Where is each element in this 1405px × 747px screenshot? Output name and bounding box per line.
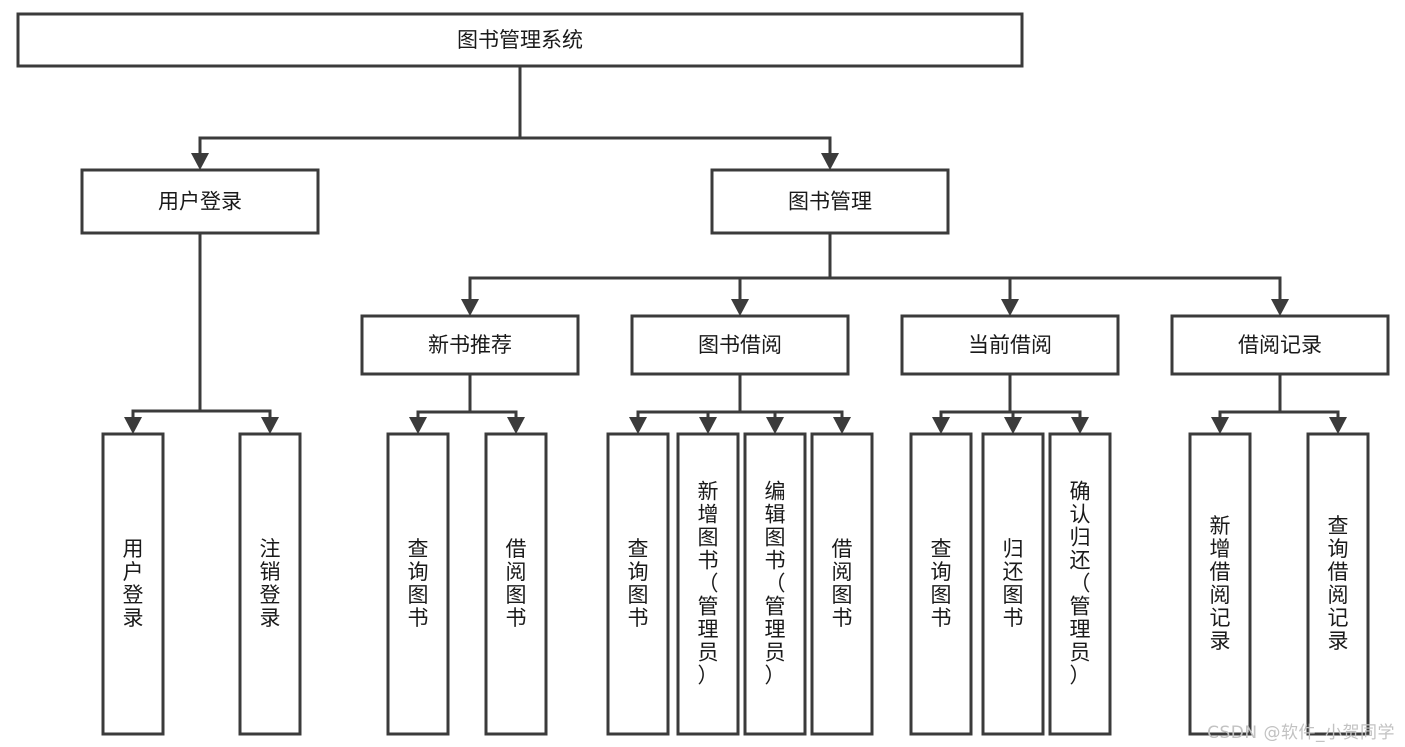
leaf-label: 确认归还（管理员） xyxy=(1070,480,1091,688)
arrow-head-icon xyxy=(766,417,784,434)
arrow-head-icon xyxy=(1001,299,1019,316)
leaf-box[interactable] xyxy=(1048,432,1112,736)
leaf-label: 查询借阅记录 xyxy=(1328,514,1349,653)
leaf-box[interactable] xyxy=(743,432,807,736)
arrow-head-icon xyxy=(1004,417,1022,434)
level3-node[interactable]: 新书推荐 xyxy=(360,314,580,376)
arrow-head-icon xyxy=(1211,417,1229,434)
level2-box[interactable] xyxy=(80,168,320,235)
arrow-head-icon xyxy=(821,153,839,170)
root-box[interactable] xyxy=(16,12,1024,68)
leaf-label: 新增图书（管理员） xyxy=(698,480,719,688)
leaf-box[interactable] xyxy=(676,432,740,736)
level3-label: 新书推荐 xyxy=(428,333,512,357)
level2-label: 图书管理 xyxy=(788,190,872,214)
level2-node[interactable]: 用户登录 xyxy=(80,168,320,235)
arrow-head-icon xyxy=(1271,299,1289,316)
leaf-box[interactable] xyxy=(1306,432,1370,736)
arrow-head-icon xyxy=(932,417,950,434)
leaf-label: 新增借阅记录 xyxy=(1210,514,1231,653)
leaf-node[interactable]: 确认归还（管理员） xyxy=(1048,432,1112,736)
level2-node[interactable]: 图书管理 xyxy=(710,168,950,235)
arrow-head-icon xyxy=(731,299,749,316)
leaf-box[interactable] xyxy=(386,432,450,736)
level3-box[interactable] xyxy=(360,314,580,376)
leaf-label: 借阅图书 xyxy=(832,537,853,630)
leaf-label: 用户登录 xyxy=(123,537,144,630)
root-node[interactable]: 图书管理系统 xyxy=(16,12,1024,68)
leaf-box[interactable] xyxy=(810,432,874,736)
leaf-node[interactable]: 编辑图书（管理员） xyxy=(743,432,807,736)
root-label: 图书管理系统 xyxy=(457,28,583,52)
leaf-box[interactable] xyxy=(238,432,302,736)
leaf-node[interactable]: 查询图书 xyxy=(606,432,670,736)
leaf-label: 查询图书 xyxy=(408,537,429,630)
arrow-head-icon xyxy=(1329,417,1347,434)
arrow-head-icon xyxy=(191,153,209,170)
leaf-node[interactable]: 用户登录 xyxy=(101,432,165,736)
leaf-label: 编辑图书（管理员） xyxy=(765,480,786,688)
arrow-head-icon xyxy=(833,417,851,434)
leaf-node[interactable]: 借阅图书 xyxy=(810,432,874,736)
leaf-node[interactable]: 注销登录 xyxy=(238,432,302,736)
leaf-label: 查询图书 xyxy=(628,537,649,630)
leaf-label: 注销登录 xyxy=(260,537,281,630)
level3-label: 当前借阅 xyxy=(968,333,1052,357)
watermark-label: CSDN @软件_小贺同学 xyxy=(1207,723,1395,743)
level3-node[interactable]: 当前借阅 xyxy=(900,314,1120,376)
leaf-node[interactable]: 查询图书 xyxy=(386,432,450,736)
leaf-label: 借阅图书 xyxy=(506,537,527,630)
leaf-node[interactable]: 新增借阅记录 xyxy=(1188,432,1252,736)
leaf-box[interactable] xyxy=(101,432,165,736)
level3-box[interactable] xyxy=(900,314,1120,376)
leaf-box[interactable] xyxy=(606,432,670,736)
arrow-head-icon xyxy=(461,299,479,316)
leaf-node[interactable]: 查询借阅记录 xyxy=(1306,432,1370,736)
arrow-head-icon xyxy=(1071,417,1089,434)
node-layer: 图书管理系统用户登录图书管理新书推荐图书借阅当前借阅借阅记录用户登录注销登录查询… xyxy=(16,12,1390,736)
leaf-label: 查询图书 xyxy=(931,537,952,630)
arrow-head-icon xyxy=(409,417,427,434)
arrow-head-icon xyxy=(629,417,647,434)
level3-label: 图书借阅 xyxy=(698,333,782,357)
arrow-head-icon xyxy=(124,417,142,434)
level3-box[interactable] xyxy=(1170,314,1390,376)
leaf-node[interactable]: 查询图书 xyxy=(909,432,973,736)
connector-layer xyxy=(124,64,1347,434)
leaf-box[interactable] xyxy=(1188,432,1252,736)
level2-label: 用户登录 xyxy=(158,190,242,214)
level2-box[interactable] xyxy=(710,168,950,235)
leaf-label: 归还图书 xyxy=(1003,537,1024,630)
level3-label: 借阅记录 xyxy=(1238,333,1322,357)
level3-box[interactable] xyxy=(630,314,850,376)
leaf-node[interactable]: 归还图书 xyxy=(981,432,1045,736)
leaf-box[interactable] xyxy=(909,432,973,736)
leaf-box[interactable] xyxy=(981,432,1045,736)
level3-node[interactable]: 借阅记录 xyxy=(1170,314,1390,376)
arrow-head-icon xyxy=(699,417,717,434)
leaf-box[interactable] xyxy=(484,432,548,736)
level3-node[interactable]: 图书借阅 xyxy=(630,314,850,376)
arrow-head-icon xyxy=(507,417,525,434)
arrow-head-icon xyxy=(261,417,279,434)
leaf-node[interactable]: 借阅图书 xyxy=(484,432,548,736)
leaf-node[interactable]: 新增图书（管理员） xyxy=(676,432,740,736)
